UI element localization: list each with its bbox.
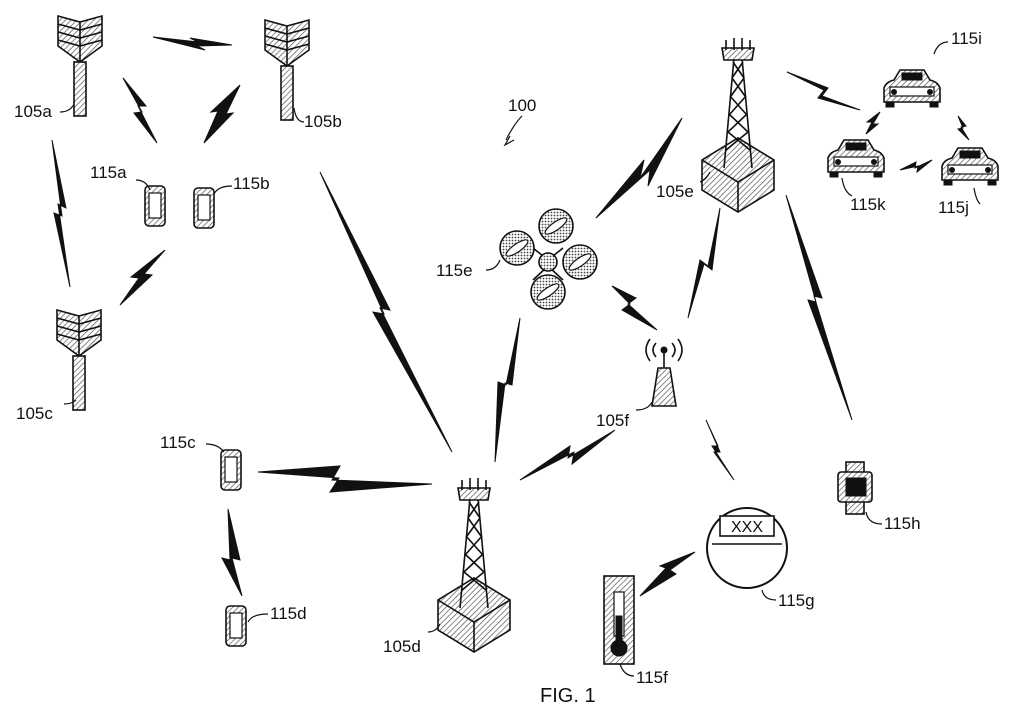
link-105e-115h [785, 194, 853, 421]
ue-115c [220, 449, 242, 491]
label-105a: 105a [14, 102, 52, 121]
link-105a-105c [51, 139, 71, 288]
label-105e: 105e [656, 182, 694, 201]
label-115g: 115g [778, 591, 815, 610]
phone-icon [225, 605, 247, 647]
link-105a-115a [122, 77, 158, 144]
ue-115i-car [883, 69, 941, 108]
label-115f: 115f [636, 668, 668, 687]
link-115c-115d [221, 508, 243, 597]
thermometer-icon [603, 575, 635, 665]
label-115b: 115b [233, 174, 270, 193]
ue-115b [193, 187, 215, 229]
phone-icon [220, 449, 242, 491]
label-115e: 115e [436, 261, 473, 280]
label-115d: 115d [270, 604, 307, 623]
label-115a: 115a [90, 163, 127, 182]
label-115i: 115i [951, 29, 982, 48]
ue-115k-car [827, 139, 885, 178]
car-icon [941, 147, 999, 186]
base-station-105c [56, 309, 102, 411]
drone-icon [499, 208, 598, 310]
small-cell-icon [645, 338, 683, 407]
smartwatch-icon [837, 461, 873, 515]
ue-115d [225, 605, 247, 647]
label-115k: 115k [850, 195, 886, 214]
base-station-105a [57, 15, 103, 117]
link-115c-105d [257, 465, 433, 493]
link-105c-115b [119, 249, 166, 306]
link-115e-105d [494, 317, 521, 463]
ue-115g-meter: XXX [706, 507, 788, 589]
leader-lines [59, 41, 981, 677]
phone-icon [144, 185, 166, 227]
ue-115j-car [941, 147, 999, 186]
ue-115e-drone [499, 208, 598, 310]
ue-115a [144, 185, 166, 227]
cell-tower-icon [437, 477, 511, 653]
link-115e-105f [611, 285, 658, 331]
link-105f-115g [705, 419, 735, 481]
phone-icon [193, 187, 215, 229]
ue-115h-watch [837, 461, 873, 515]
link-105a-105b [152, 36, 233, 51]
ue-115f-thermometer [603, 575, 635, 665]
cell-tower-icon [701, 37, 775, 213]
link-115i-115j [956, 115, 970, 141]
car-icon [883, 69, 941, 108]
label-115j: 115j [938, 198, 969, 217]
link-115k-115j [899, 159, 933, 174]
antenna-icon [57, 15, 103, 117]
meter-display-text: XXX [731, 519, 763, 536]
label-105f: 105f [596, 411, 629, 430]
labels: 105a 105b 105c 115a 115b 115c 115d 100 1… [14, 29, 982, 707]
meter-display [719, 515, 775, 537]
base-station-105e [701, 37, 775, 213]
figure-caption: FIG. 1 [540, 685, 596, 707]
link-115i-115k [865, 111, 881, 135]
link-105f-105d [519, 429, 616, 481]
link-105b-115b [203, 84, 241, 144]
link-115e-105e [595, 117, 683, 219]
label-100: 100 [508, 96, 536, 115]
link-105b-105d [319, 171, 453, 453]
car-icon [827, 139, 885, 178]
link-105f-105e [687, 207, 721, 319]
link-105e-115i [786, 71, 861, 111]
base-station-105d [437, 477, 511, 653]
antenna-icon [264, 19, 310, 121]
wireless-links [51, 36, 970, 597]
antenna-icon [56, 309, 102, 411]
label-115h: 115h [884, 514, 921, 533]
base-station-105f [645, 338, 683, 407]
base-station-105b [264, 19, 310, 121]
link-115g-115f [639, 551, 696, 597]
label-105d: 105d [383, 637, 421, 656]
label-115c: 115c [160, 433, 196, 452]
label-105c: 105c [16, 404, 53, 423]
label-105b: 105b [304, 112, 342, 131]
